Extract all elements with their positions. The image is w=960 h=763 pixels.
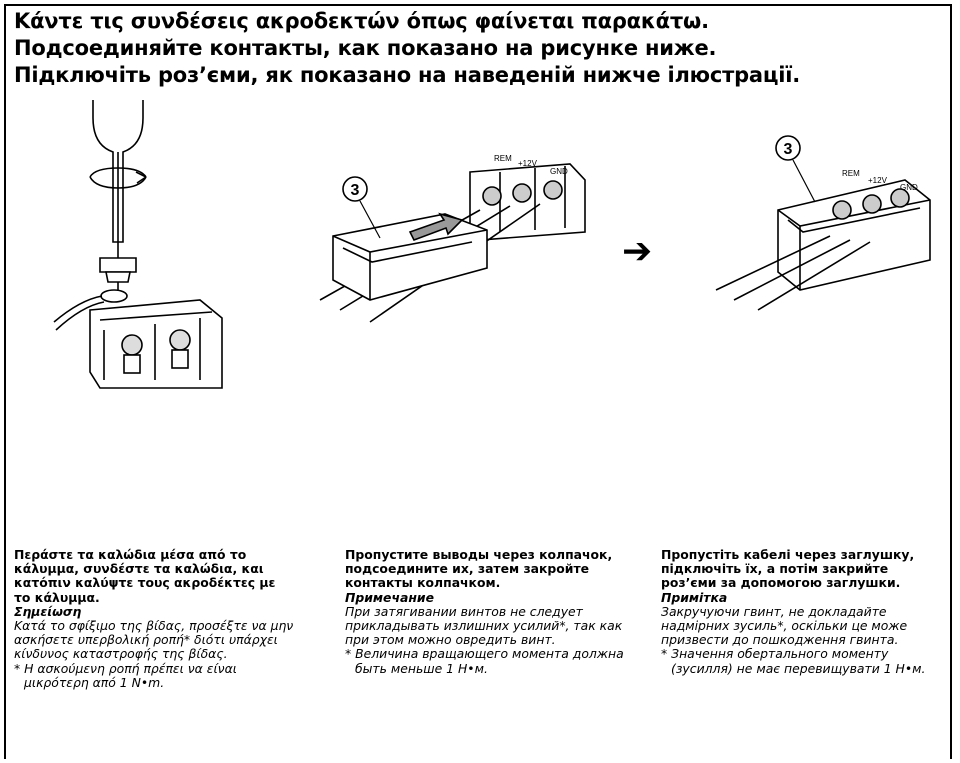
instruction-text: Пропустите выводы через колпачок, подсое… — [345, 547, 613, 591]
cap-illustration — [319, 163, 586, 323]
footnote-text: * Значення обертального моменту (зусилля… — [661, 646, 926, 676]
footnote-text: * Величина вращающего момента должна быт… — [345, 646, 624, 676]
terminal-label-rem-2: REM — [842, 169, 860, 178]
note-text: При затягивании винтов не следует прикла… — [345, 603, 623, 648]
heading-ukrainian: Підключіть роз’єми, як показано на навед… — [14, 63, 801, 87]
footnote-text: * Η ασκούμενη ροπή πρέπει να είναι μικρό… — [14, 660, 237, 690]
terminal-label-group-1: REM +12V GND — [494, 154, 568, 176]
heading-russian: Подсоединяйте контакты, как показано на … — [14, 36, 717, 60]
callout-number: 3 — [351, 182, 360, 199]
terminal-label-group-2: REM +12V GND — [842, 169, 918, 192]
note-title: Σημείωση — [14, 603, 82, 619]
callout-number-2: 3 — [784, 141, 793, 158]
terminal-label-12v-2: +12V — [868, 176, 888, 185]
instruction-column-greek: Περάστε τα καλώδια μέσα από το κάλυμμα, … — [14, 547, 296, 690]
installation-illustrations: REM +12V GND 3 REM +12V GND 3 — [53, 100, 931, 389]
page-frame — [4, 4, 952, 759]
instruction-column-russian: Пропустите выводы через колпачок, подсое… — [345, 547, 627, 676]
callout-3-right: 3 — [775, 135, 816, 203]
terminal-label-gnd-2: GND — [900, 183, 918, 192]
callout-3-left: 3 — [342, 176, 381, 239]
note-title: Примітка — [661, 589, 728, 605]
instruction-text: Пропустіть кабелі через заглушку, підклю… — [661, 547, 915, 591]
note-title: Примечание — [345, 589, 434, 605]
terminal-label-gnd: GND — [550, 167, 568, 176]
instruction-column-ukrainian: Пропустіть кабелі через заглушку, підклю… — [661, 547, 943, 676]
terminal-label-rem: REM — [494, 154, 512, 163]
next-step-arrow-icon: ➔ — [622, 231, 653, 272]
screwdriver-illustration — [53, 100, 223, 389]
page-heading: Κάντε τις συνδέσεις ακροδεκτών όπως φαίν… — [14, 8, 944, 89]
note-text: Закручуючи гвинт, не докладайте надмірни… — [661, 603, 908, 648]
installed-cap-illustration — [715, 179, 931, 311]
terminal-label-12v: +12V — [518, 159, 538, 168]
note-text: Κατά το σφίξιμο της βίδας, προσέξτε να μ… — [14, 618, 294, 662]
heading-greek: Κάντε τις συνδέσεις ακροδεκτών όπως φαίν… — [14, 9, 709, 33]
instruction-text: Περάστε τα καλώδια μέσα από το κάλυμμα, … — [14, 547, 276, 605]
